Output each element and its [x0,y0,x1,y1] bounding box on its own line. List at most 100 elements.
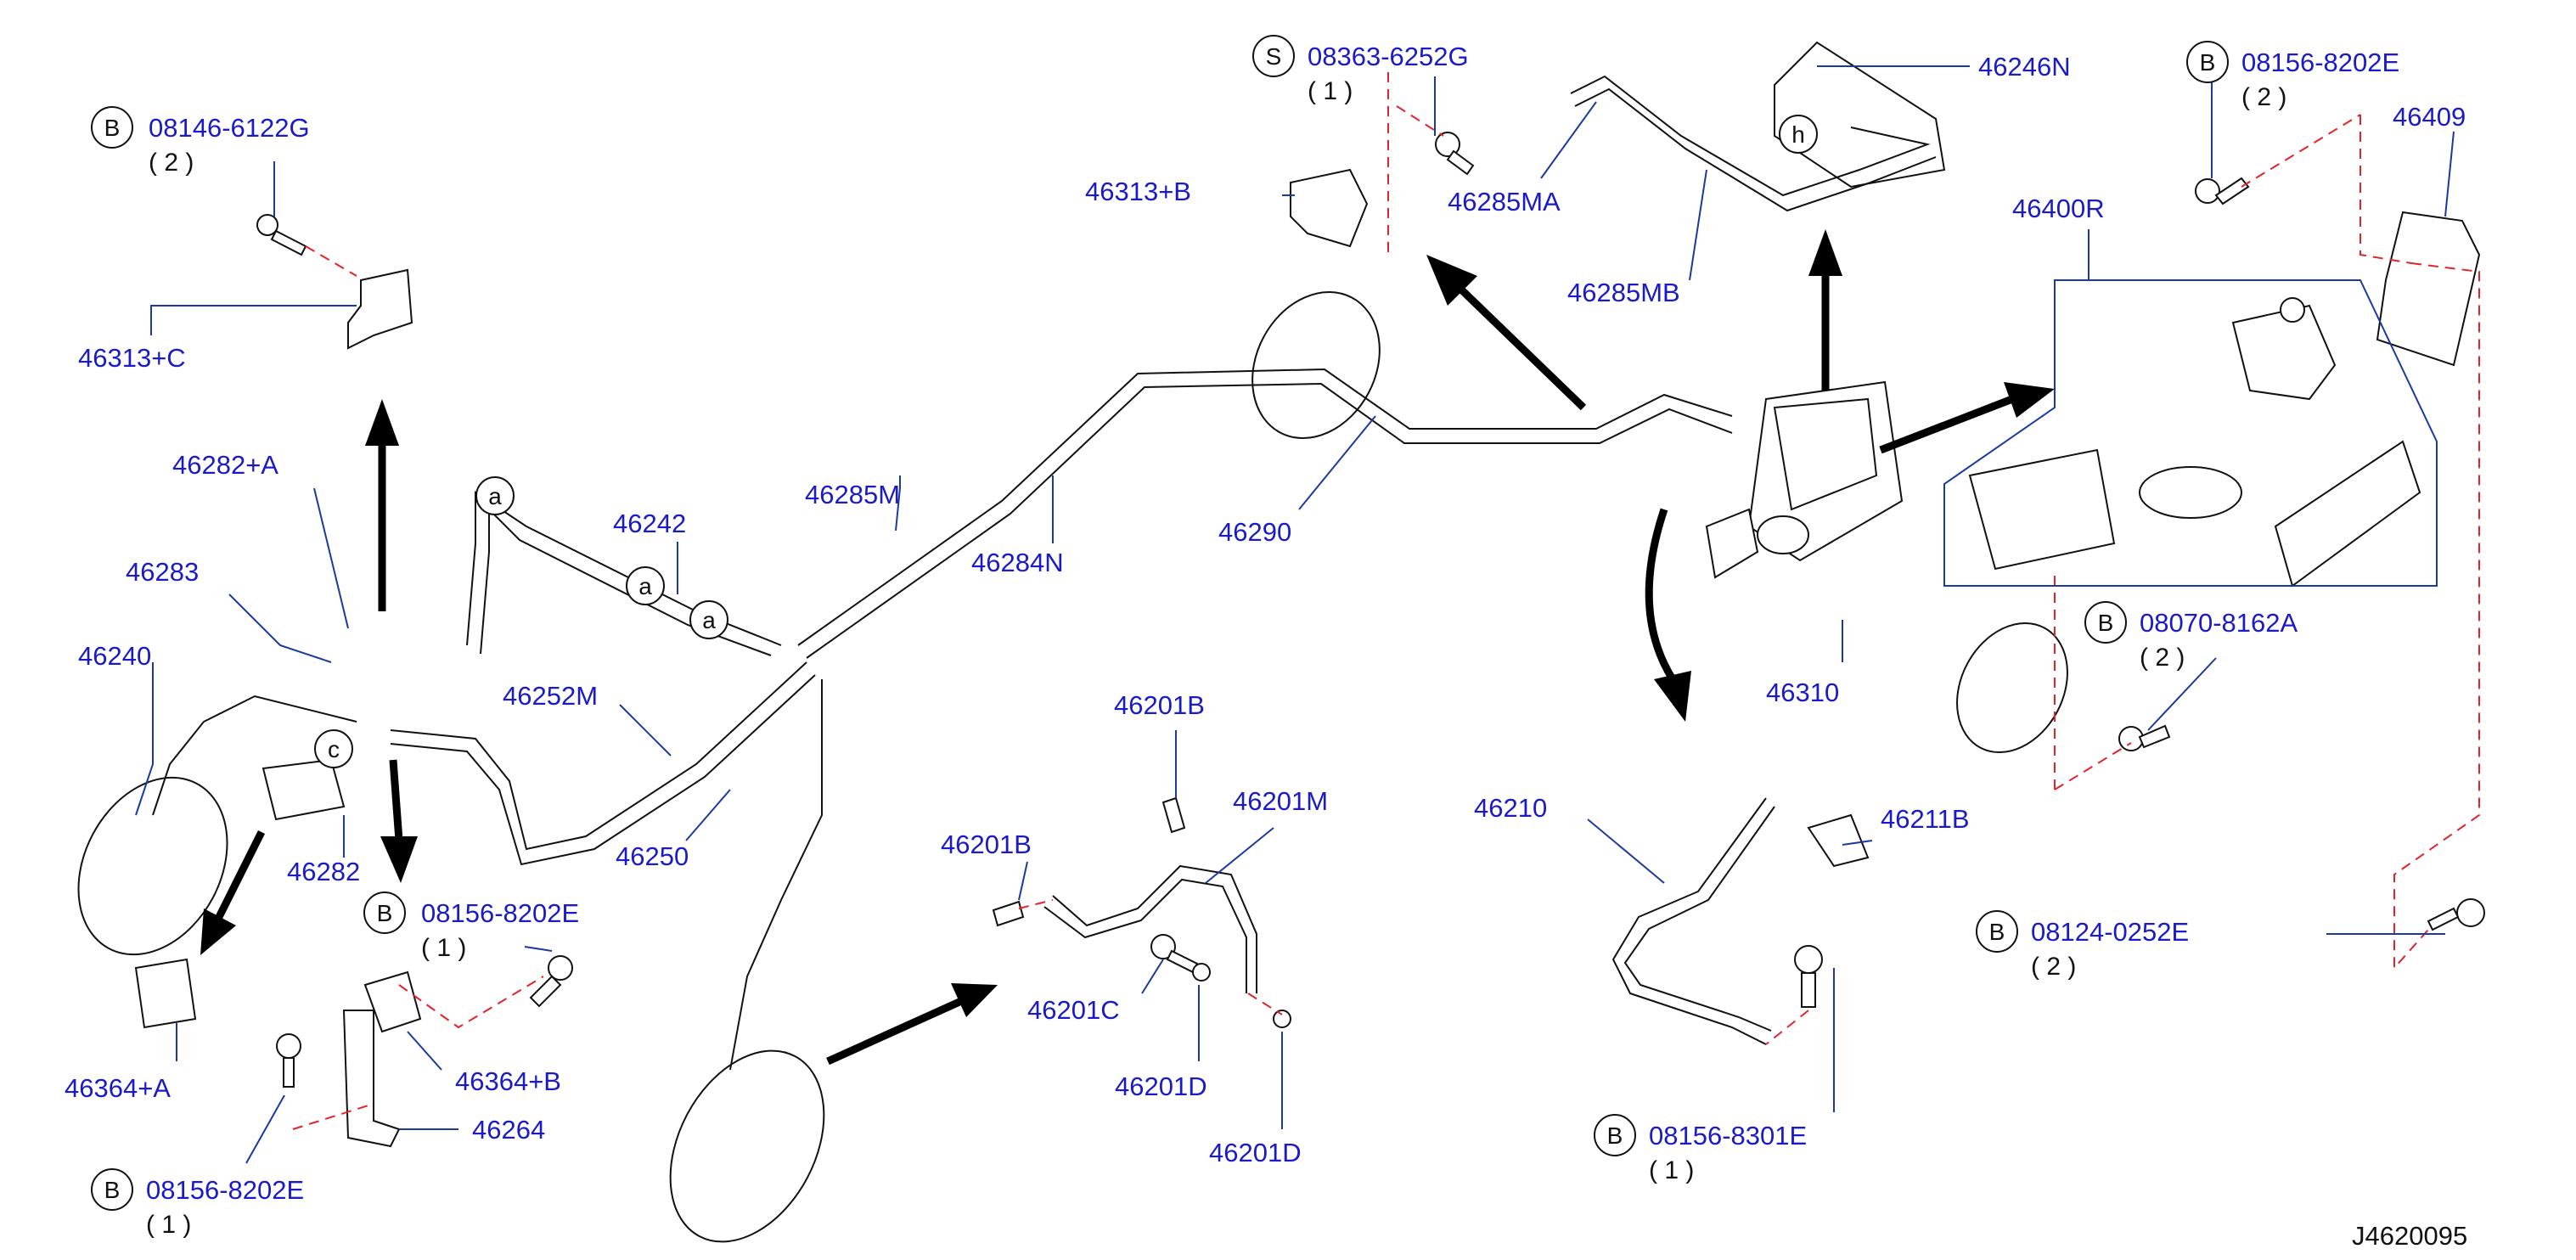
bracket-46264 [342,1010,401,1148]
circle-mark-a-2: a [626,566,665,605]
svg-text:B: B [104,1177,121,1203]
label-46290: 46290 [1218,517,1291,547]
bolt-08156-8202e-lower [276,1033,301,1088]
group-box-46400r [1943,279,2438,587]
callout-08124-0252e: B 08124-0252E ( 2 ) [1976,910,2189,981]
clip-46201b-upper [1161,796,1186,834]
svg-text:( 1 ): ( 1 ) [146,1211,191,1239]
label-46201b-lower: 46201B [941,830,1032,859]
drawing-number: J4620095 [2352,1221,2467,1251]
label-46313c: 46313+C [78,343,186,373]
callout-08070-8162a: B 08070-8162A ( 2 ) [2084,601,2298,672]
label-46409: 46409 [2393,102,2466,132]
part-labels: 46313+C 46282+A 46283 46240 46282 46364+… [65,52,2466,1167]
svg-text:B: B [377,900,393,926]
bolt-08156-8202e-right [2195,177,2250,205]
block-46364a [134,958,197,1029]
svg-text:c: c [328,736,340,762]
label-46201d-upper: 46201D [1115,1072,1207,1101]
svg-text:a: a [638,573,652,599]
bracket-46246n [1774,41,1946,188]
svg-text:a: a [488,483,502,509]
callout-08156-8301e: B 08156-8301E ( 1 ) [1594,1114,1807,1184]
clip-46201b-lower [992,900,1025,927]
callout-08146-6122g: B 08146-6122G ( 2 ) [91,106,310,177]
label-46246n: 46246N [1978,52,2071,82]
label-46210: 46210 [1474,793,1547,823]
svg-text:( 2 ): ( 2 ) [2241,83,2286,111]
svg-text:B: B [2098,610,2114,636]
block-46282 [262,758,346,821]
bolt-08124-0252e [2427,898,2485,931]
svg-text:08156-8202E: 08156-8202E [421,898,579,928]
label-46284n: 46284N [971,548,1064,577]
svg-text:( 2 ): ( 2 ) [149,149,194,177]
svg-text:08070-8162A: 08070-8162A [2140,608,2298,638]
label-46201d-lower: 46201D [1209,1138,1302,1167]
label-46364a: 46364+A [65,1073,171,1103]
bolt-46201c [1150,934,1199,974]
bolt-08146-6122g [256,214,307,256]
svg-text:08156-8202E: 08156-8202E [2241,48,2399,77]
label-46240: 46240 [78,641,151,671]
svg-text:S: S [1266,43,1282,70]
bolt-08363-6252g [1435,132,1475,176]
label-46282: 46282 [287,857,360,886]
bracket-46313c [347,268,413,350]
direction-arrows [200,229,2055,1066]
svg-text:B: B [2200,49,2216,76]
svg-text:( 1 ): ( 1 ) [421,934,466,962]
label-46252m: 46252M [503,681,598,711]
label-46201c: 46201C [1027,995,1120,1025]
brake-pipe-routing [152,368,1733,1071]
callout-08156-8202e-lower: B 08156-8202E ( 1 ) [91,1168,304,1239]
valve-46400r [1968,297,2421,588]
hose-46201m [1052,864,1257,993]
circle-mark-a-1: a [475,476,515,515]
svg-text:B: B [104,115,121,141]
svg-text:h: h [1791,121,1805,148]
label-46211b: 46211B [1881,804,1970,834]
label-46285mb: 46285MB [1567,278,1680,307]
wheel-front-right [1251,291,1381,439]
clip-46313b [1290,168,1369,248]
label-46310: 46310 [1766,678,1839,707]
svg-text:B: B [1607,1122,1623,1149]
label-46285ma: 46285MA [1448,187,1561,217]
circle-mark-c: c [314,729,353,768]
label-46364b: 46364+B [455,1066,561,1096]
label-46250: 46250 [616,841,689,871]
svg-text:B: B [1989,919,2005,945]
clip-46211b [1807,813,1870,868]
label-46282a: 46282+A [172,450,278,480]
svg-text:( 2 ): ( 2 ) [2140,644,2185,672]
circle-mark-a-3: a [689,600,728,639]
callout-08363-6252g: S 08363-6252G ( 1 ) [1252,35,1469,105]
bracket-46409 [2376,211,2481,367]
callout-08156-8202e-mid: B 08156-8202E ( 1 ) [363,892,579,962]
wheel-rear-left [669,1049,825,1243]
bolt-08070-8162a [2118,724,2171,751]
svg-text:( 1 ): ( 1 ) [1649,1156,1694,1184]
svg-text:08124-0252E: 08124-0252E [2031,917,2189,947]
brake-valve-assembly [1705,380,1904,579]
label-46285m: 46285M [805,480,900,509]
bolt-08156-8202e-mid [529,955,573,1008]
svg-text:08156-8301E: 08156-8301E [1649,1121,1807,1150]
svg-text:08156-8202E: 08156-8202E [146,1175,304,1205]
label-46313b: 46313+B [1085,177,1191,206]
label-46242: 46242 [613,509,686,538]
leader-lines [135,65,2455,1164]
svg-text:a: a [702,607,716,633]
label-46201m: 46201M [1233,786,1328,816]
bolt-08156-8301e [1794,945,1823,1008]
circle-mark-h: h [1779,115,1818,154]
wheel-front-left [77,776,228,956]
pipes-46285ma-mb [1570,75,1937,212]
label-46201b-upper: 46201B [1114,690,1205,720]
label-46400r: 46400R [2012,194,2105,223]
hose-46210 [1611,797,1767,1045]
washer-46201d-lower [1273,1010,1291,1028]
svg-text:08363-6252G: 08363-6252G [1308,42,1469,71]
svg-text:08146-6122G: 08146-6122G [149,113,310,143]
